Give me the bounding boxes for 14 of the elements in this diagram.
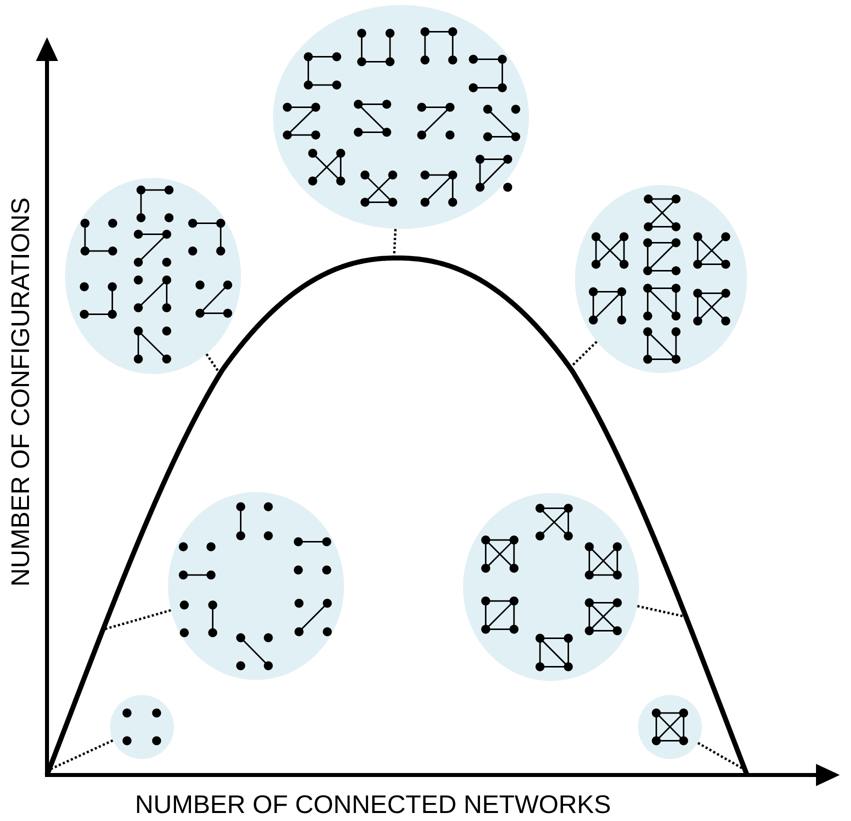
leader-line (48, 739, 114, 771)
bubble (638, 695, 702, 759)
bubble (168, 492, 344, 680)
bubble (110, 695, 174, 759)
leader-line (392, 229, 397, 258)
leader-line (569, 340, 598, 369)
leader-line (102, 609, 172, 631)
bubble (273, 5, 529, 229)
bubble (65, 178, 241, 374)
axis-title: NUMBER OF CONNECTED NETWORKS (137, 795, 610, 814)
bubble (575, 185, 747, 373)
leader-line (206, 353, 221, 374)
axis-title: NUMBER OF CONFIGURATIONS (11, 198, 30, 584)
bubble (463, 493, 639, 681)
